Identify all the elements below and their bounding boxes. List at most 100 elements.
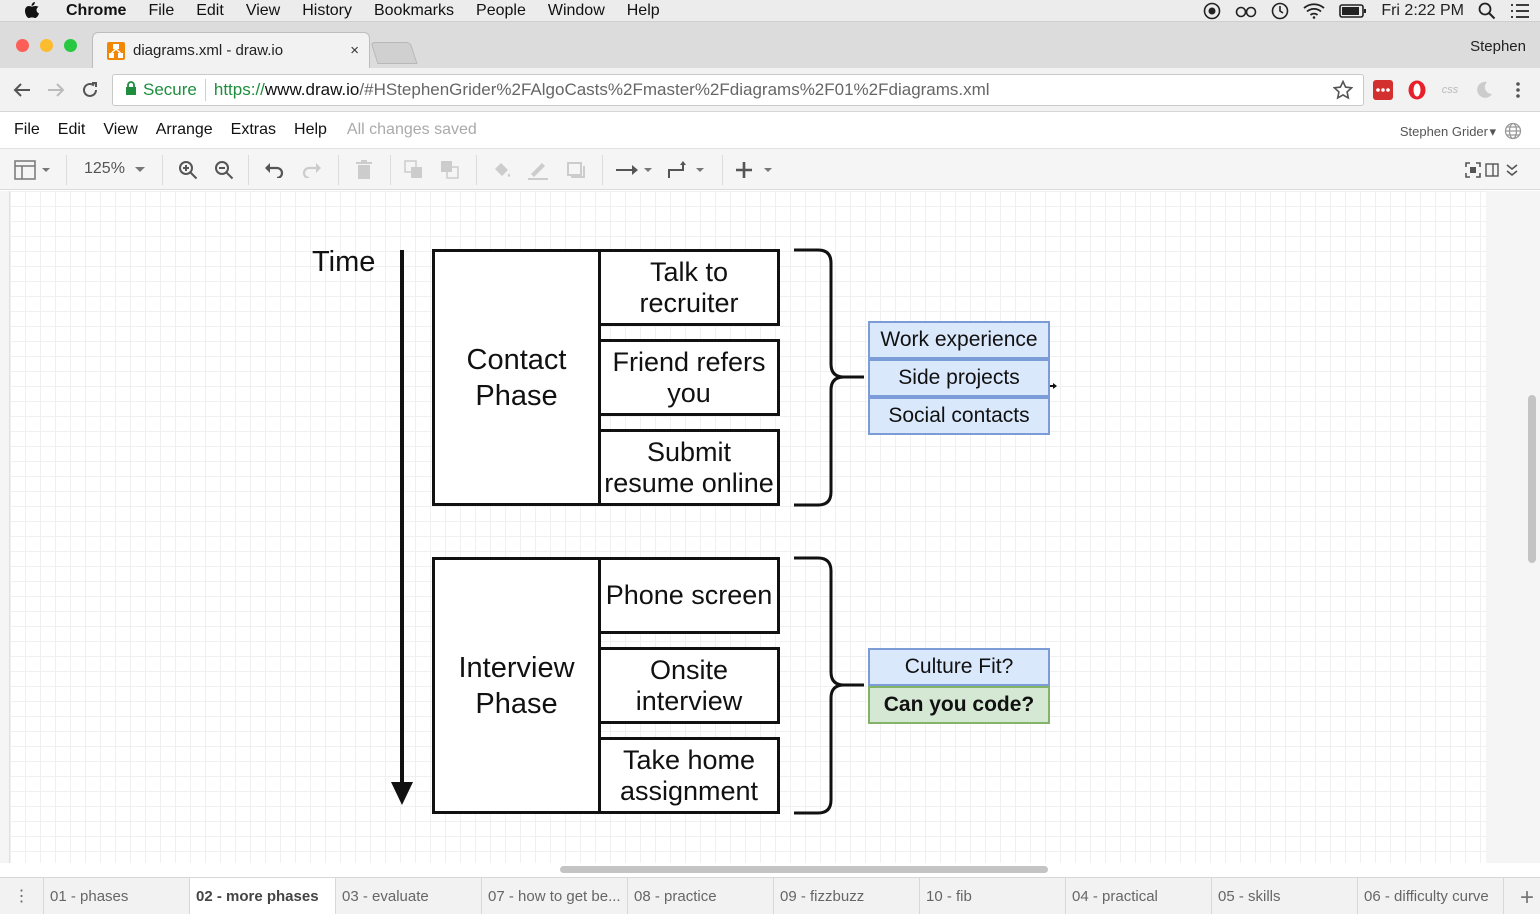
- drawio-menu-view[interactable]: View: [103, 121, 138, 138]
- mac-menu-window[interactable]: Window: [547, 1, 605, 19]
- vertical-scrollbar[interactable]: [1486, 191, 1540, 863]
- horizontal-scroll-thumb[interactable]: [560, 866, 1048, 873]
- mac-menu-edit[interactable]: Edit: [196, 1, 224, 19]
- battery-icon[interactable]: [1339, 3, 1367, 19]
- time-machine-icon[interactable]: [1271, 2, 1289, 20]
- back-arrow-icon[interactable]: [10, 78, 34, 102]
- mac-menu-bookmarks[interactable]: Bookmarks: [373, 1, 455, 19]
- zoom-out-icon[interactable]: [212, 158, 236, 182]
- clock-text[interactable]: Fri 2:22 PM: [1381, 2, 1464, 19]
- list-item-social-contacts[interactable]: Social contacts: [868, 397, 1050, 435]
- url-input[interactable]: Secure https:// www.draw.io /#HStephenGr…: [112, 74, 1364, 106]
- page-tab-02-active[interactable]: 02 - more phases: [190, 878, 336, 914]
- step-phone-screen[interactable]: Phone screen: [598, 557, 780, 634]
- toolbar-separator: [602, 155, 603, 185]
- page-tab-06[interactable]: 06 - difficulty curve: [1358, 878, 1504, 914]
- collapse-chevrons-icon[interactable]: [1504, 158, 1520, 182]
- page-tab-01[interactable]: 01 - phases: [44, 878, 190, 914]
- page-tab-05[interactable]: 05 - skills: [1212, 878, 1358, 914]
- apple-icon[interactable]: [24, 1, 46, 20]
- step-submit-resume[interactable]: Submit resume online: [598, 429, 780, 506]
- vertical-scroll-thumb[interactable]: [1528, 395, 1536, 563]
- url-scheme: https://: [213, 80, 265, 99]
- contact-bracket: [794, 248, 864, 507]
- drawio-menu-file[interactable]: File: [14, 121, 40, 138]
- contact-phase-box[interactable]: Contact Phase: [432, 249, 601, 506]
- step-friend-refers[interactable]: Friend refers you: [598, 339, 780, 416]
- interview-phase-box[interactable]: Interview Phase: [432, 557, 601, 814]
- step-take-home[interactable]: Take home assignment: [598, 737, 780, 814]
- step-onsite-interview[interactable]: Onsite interview: [598, 647, 780, 724]
- line-color-icon[interactable]: [526, 158, 550, 182]
- format-panel-icon[interactable]: [12, 158, 52, 182]
- reload-icon[interactable]: [78, 78, 102, 102]
- opera-icon[interactable]: [1407, 80, 1427, 100]
- mac-menu-app[interactable]: Chrome: [66, 1, 127, 19]
- shadow-icon[interactable]: [564, 158, 588, 182]
- chrome-menu-icon[interactable]: [1508, 80, 1528, 100]
- undo-icon[interactable]: [262, 158, 286, 182]
- connection-style-icon[interactable]: [614, 158, 654, 182]
- moon-icon[interactable]: [1474, 80, 1494, 100]
- sidebar-collapsed-strip[interactable]: [0, 191, 10, 863]
- mac-menu-help[interactable]: Help: [626, 1, 660, 19]
- lastpass-icon[interactable]: [1373, 80, 1393, 100]
- save-status: All changes saved: [346, 121, 477, 138]
- window-close-button[interactable]: [16, 39, 29, 52]
- wifi-icon[interactable]: [1303, 3, 1325, 19]
- browser-profile-name[interactable]: Stephen: [1470, 38, 1526, 55]
- add-page-button[interactable]: +: [1519, 884, 1534, 911]
- page-tab-08[interactable]: 08 - practice: [628, 878, 774, 914]
- glasses-icon[interactable]: [1235, 3, 1257, 19]
- mac-menu-people[interactable]: People: [476, 1, 526, 19]
- to-back-icon[interactable]: [438, 158, 462, 182]
- window-minimize-button[interactable]: [40, 39, 53, 52]
- bookmark-star-icon[interactable]: [1332, 79, 1354, 105]
- drawio-user-name[interactable]: Stephen Grider: [1399, 124, 1488, 139]
- browser-tab-active[interactable]: diagrams.xml - draw.io ×: [92, 32, 370, 68]
- delete-icon[interactable]: [352, 158, 376, 182]
- spotlight-search-icon[interactable]: [1478, 2, 1496, 20]
- page-tab-04[interactable]: 04 - practical: [1066, 878, 1212, 914]
- zoom-dropdown-icon[interactable]: [132, 158, 148, 182]
- toggle-panel-icon[interactable]: [1484, 158, 1500, 182]
- time-label[interactable]: Time: [312, 246, 376, 278]
- css-icon[interactable]: css: [1441, 84, 1459, 96]
- list-item-culture-fit[interactable]: Culture Fit?: [868, 648, 1050, 686]
- zoom-in-icon[interactable]: [176, 158, 200, 182]
- window-zoom-button[interactable]: [64, 39, 77, 52]
- list-item-can-you-code[interactable]: Can you code?: [868, 686, 1050, 724]
- fill-color-icon[interactable]: [490, 158, 514, 182]
- user-dropdown-icon[interactable]: ▾: [1489, 124, 1496, 139]
- notification-center-icon[interactable]: [1510, 3, 1530, 19]
- globe-icon[interactable]: [1504, 122, 1522, 145]
- page-tab-09[interactable]: 09 - fizzbuzz: [774, 878, 920, 914]
- drawio-menu-edit[interactable]: Edit: [57, 121, 86, 138]
- drawio-menu-extras[interactable]: Extras: [230, 121, 277, 138]
- zoom-level-select[interactable]: 125%: [84, 160, 125, 177]
- drawio-menu-arrange[interactable]: Arrange: [155, 121, 213, 138]
- forward-arrow-icon[interactable]: [44, 78, 68, 102]
- drawio-menu-help[interactable]: Help: [294, 121, 327, 138]
- list-item-side-projects[interactable]: Side projects: [868, 359, 1050, 397]
- list-item-work-experience[interactable]: Work experience: [868, 321, 1050, 359]
- toolbar-separator: [476, 155, 477, 185]
- to-front-icon[interactable]: [402, 158, 426, 182]
- mac-menu-view[interactable]: View: [245, 1, 281, 19]
- mac-menu-file[interactable]: File: [148, 1, 175, 19]
- fullscreen-icon[interactable]: [1464, 158, 1482, 182]
- toolbar-separator: [722, 155, 723, 185]
- waypoints-icon[interactable]: [666, 158, 708, 182]
- redo-icon[interactable]: [300, 158, 324, 182]
- pages-menu-icon[interactable]: ⋮: [0, 878, 44, 914]
- page-tab-10[interactable]: 10 - fib: [920, 878, 1066, 914]
- mac-menu-history[interactable]: History: [302, 1, 352, 19]
- page-tab-07[interactable]: 07 - how to get be...: [482, 878, 628, 914]
- record-icon[interactable]: [1203, 2, 1221, 20]
- tab-close-icon[interactable]: ×: [350, 42, 359, 59]
- step-talk-to-recruiter[interactable]: Talk to recruiter: [598, 249, 780, 326]
- page-tab-03[interactable]: 03 - evaluate: [336, 878, 482, 914]
- insert-plus-icon[interactable]: [734, 158, 776, 182]
- browser-address-bar: Secure https:// www.draw.io /#HStephenGr…: [0, 68, 1540, 112]
